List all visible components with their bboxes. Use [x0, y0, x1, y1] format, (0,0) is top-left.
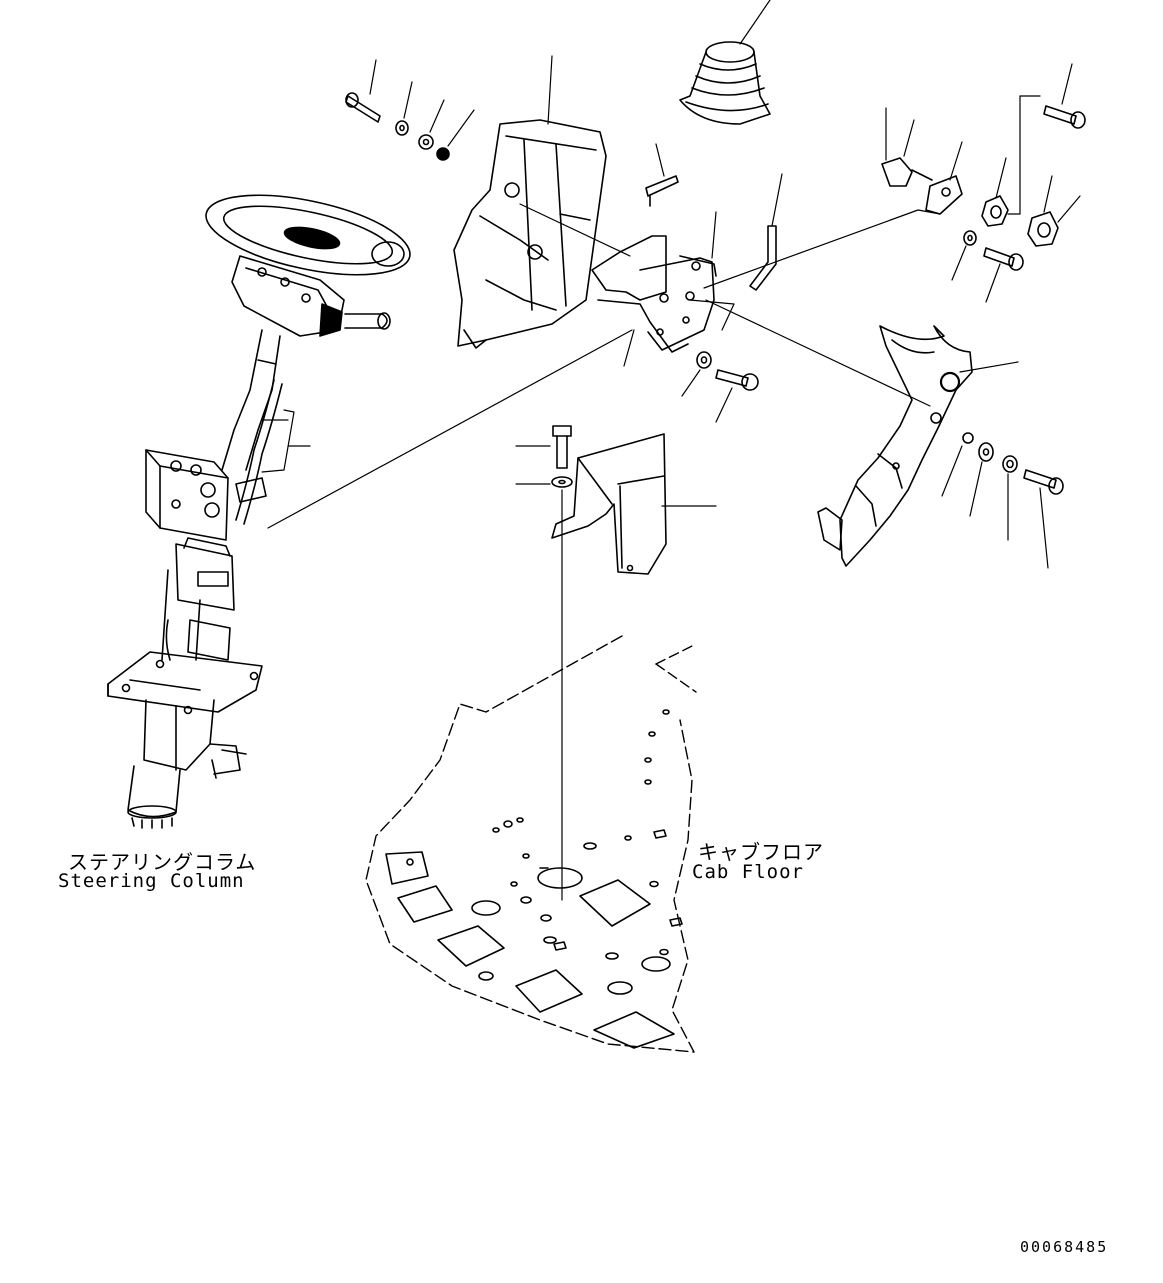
cover-plate-part — [551, 433, 717, 575]
washer-part — [515, 476, 573, 488]
washer-part — [969, 442, 994, 517]
strip-part — [645, 143, 679, 207]
column-cover-part — [453, 55, 631, 349]
nut-part — [941, 432, 974, 497]
nut-part — [981, 157, 1009, 227]
washer-part — [951, 230, 977, 281]
steering-column-label-jp: ステアリングコラム — [68, 850, 257, 874]
bolt-part — [1023, 469, 1064, 569]
cab-floor-part — [365, 635, 697, 1053]
bracket-part — [925, 141, 963, 215]
cab-floor-label-jp: キャブフロア — [698, 840, 824, 864]
steering-column-label-en: Steering Column — [58, 870, 245, 892]
stay-part — [749, 173, 783, 291]
cab-floor-label-en: Cab Floor — [692, 861, 804, 883]
washer-part — [681, 351, 712, 397]
washer-part — [1002, 455, 1018, 541]
bolt-part — [345, 59, 381, 123]
bolt-part — [1007, 63, 1086, 215]
boot-part — [679, 0, 771, 125]
nut-part — [436, 109, 475, 161]
bracket-part — [591, 211, 735, 367]
washer-part — [395, 81, 413, 136]
document-number: 00068485 — [1020, 1238, 1109, 1256]
bolt-part — [983, 247, 1024, 303]
bolt-part — [515, 425, 572, 469]
bolt-part — [715, 369, 759, 423]
steering-column-part — [107, 194, 411, 829]
console-cover-part — [817, 325, 1019, 567]
boss-part — [1027, 175, 1081, 247]
washer-part — [418, 99, 445, 150]
switch-part — [881, 107, 933, 187]
